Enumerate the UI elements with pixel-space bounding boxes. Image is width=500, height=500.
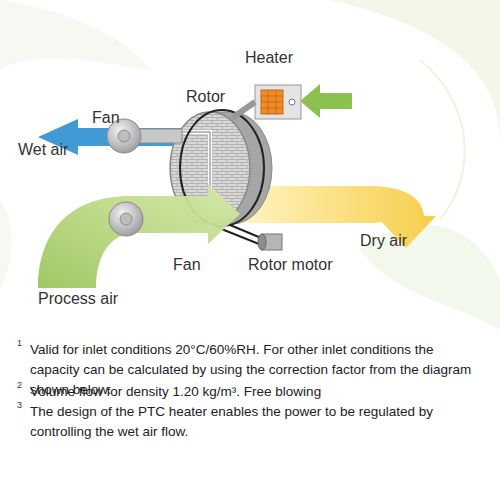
fan-housing xyxy=(109,202,143,236)
footnote-number: 1 xyxy=(17,338,22,348)
flow-label: Wet air xyxy=(18,141,68,159)
leaf-shape xyxy=(360,224,500,330)
part-label: Fan xyxy=(92,109,120,127)
footnote-number: 3 xyxy=(17,400,22,410)
footnote-text: The design of the PTC heater enables the… xyxy=(30,402,475,442)
leaf-shape xyxy=(330,0,500,140)
process-air-arrow xyxy=(38,184,240,288)
heater-housing xyxy=(255,85,301,119)
footnote-text: Volume flow for density 1.20 kg/m³. Free… xyxy=(30,382,480,402)
fan-hub xyxy=(118,130,130,142)
heater-duct xyxy=(232,102,255,118)
heater-grid xyxy=(261,90,283,114)
part-label: Fan xyxy=(173,256,201,274)
fan-hub xyxy=(120,213,132,225)
part-label: Heater xyxy=(245,49,293,67)
leaf-shape xyxy=(0,0,150,70)
part-label: Rotor xyxy=(186,88,225,106)
leaf-vein xyxy=(420,60,465,220)
flow-label: Dry air xyxy=(360,232,407,250)
heater-element xyxy=(261,90,283,114)
heater-terminal xyxy=(289,99,295,105)
part-label: Rotor motor xyxy=(248,256,332,274)
footnote-number: 2 xyxy=(17,380,22,390)
flow-label: Process air xyxy=(38,290,118,308)
heater-inlet-arrow xyxy=(300,84,352,118)
leaf-background xyxy=(0,0,500,330)
leaf-shape xyxy=(0,200,12,290)
motor-pulley xyxy=(258,234,266,250)
